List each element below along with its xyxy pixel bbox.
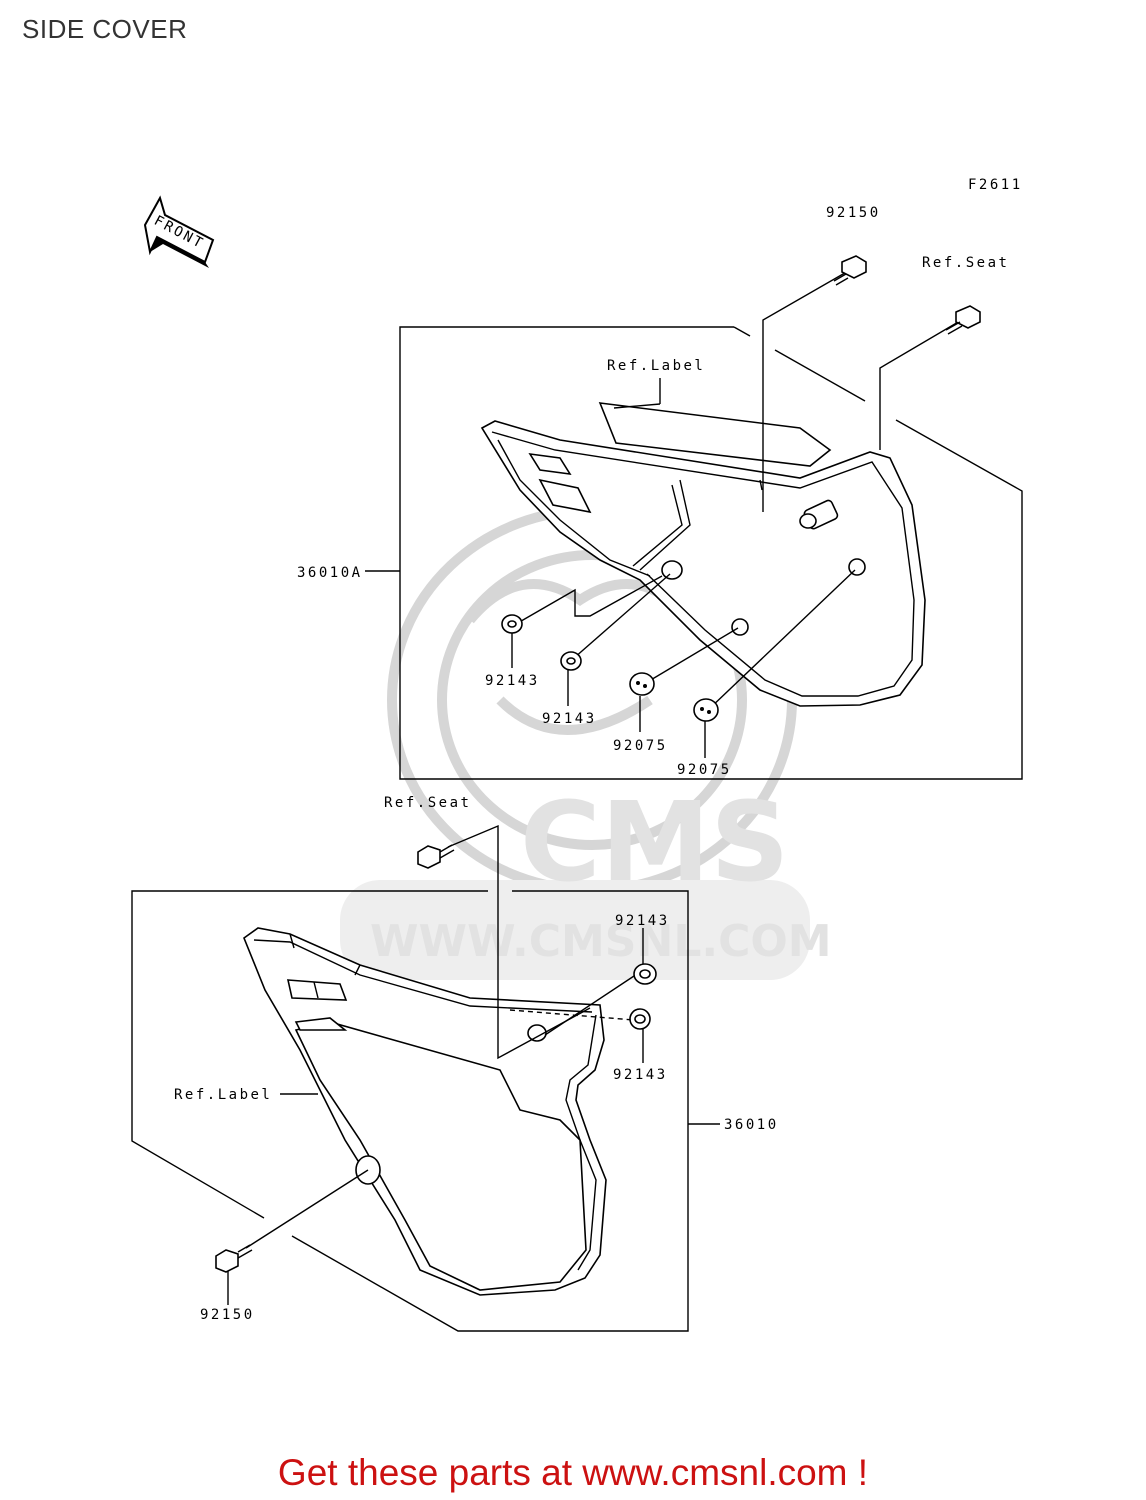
callout-92143-lower-b: 92143 xyxy=(613,1067,668,1083)
upper-side-cover-group: 92150 Ref.Seat Ref.Label 36010A 92143 92… xyxy=(297,205,1023,780)
callout-92075-a: 92075 xyxy=(613,738,668,754)
lower-side-cover-group: Ref.Seat 92143 92143 Ref.Label 36010 921… xyxy=(131,795,779,1332)
bolt-92150-lower-icon xyxy=(215,1244,253,1273)
page-title: SIDE COVER xyxy=(22,14,188,44)
callout-92143-a: 92143 xyxy=(485,673,540,689)
damper-92075-a-icon xyxy=(629,672,655,696)
grommet-92143-lower-b-icon xyxy=(629,1008,651,1030)
callout-92150-top: 92150 xyxy=(826,205,881,221)
figure-code: F2611 xyxy=(968,177,1023,193)
front-arrow-icon: FRONT xyxy=(143,195,215,268)
side-cover-36010A xyxy=(480,420,926,707)
callout-92075-b: 92075 xyxy=(677,762,732,778)
damper-92075-b-icon xyxy=(693,698,719,722)
watermark-brand: CMS xyxy=(520,778,789,906)
bolt-92150-top-icon xyxy=(833,255,867,286)
callout-92143-lower-a: 92143 xyxy=(615,913,670,929)
callout-ref-seat-lower: Ref.Seat xyxy=(384,795,471,811)
parts-diagram: CMS WWW.CMSNL.COM FRONT F2611 xyxy=(131,177,1023,1332)
callout-36010: 36010 xyxy=(724,1117,779,1133)
grommet-92143-lower-a-icon xyxy=(633,963,657,985)
callout-36010A: 36010A xyxy=(297,565,363,581)
watermark-url: WWW.CMSNL.COM xyxy=(370,916,832,967)
callout-ref-label-lower: Ref.Label xyxy=(174,1087,272,1103)
bolt-ref-seat-lower-icon xyxy=(417,844,455,869)
callout-92150-lower: 92150 xyxy=(200,1307,255,1323)
promo-link[interactable]: Get these parts at www.cmsnl.com ! xyxy=(277,1452,869,1493)
callout-ref-label-top: Ref.Label xyxy=(607,358,705,374)
callout-92143-b: 92143 xyxy=(542,711,597,727)
bolt-ref-seat-top-icon xyxy=(945,305,981,335)
callout-ref-seat-top: Ref.Seat xyxy=(922,255,1009,271)
